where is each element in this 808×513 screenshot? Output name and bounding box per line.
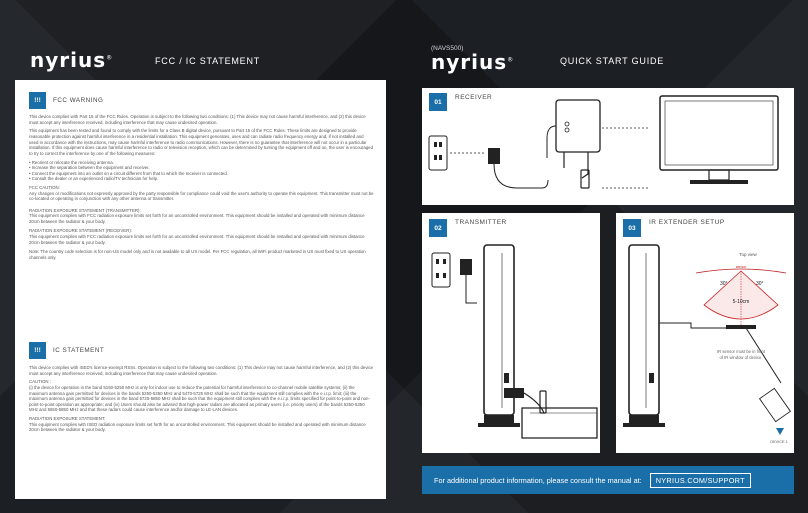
fcc-ic-panel: !!! FCC WARNING This device complies wit… [15,80,386,499]
hdmi-connector [580,169,590,189]
distance-label: 5-10cm [733,299,750,305]
ir-note-line2: of IR window of device. [719,355,762,360]
footer-text: For additional product information, plea… [434,475,642,485]
angle-right-label: 30° [756,281,764,287]
sensor-label: sensor [736,265,747,269]
top-view-label: Top view [739,252,757,257]
nyrius-logo: nyrius® [30,48,114,72]
step-number-badge: 02 [429,219,447,237]
ic-title: IC STATEMENT [53,346,105,354]
device-label: DEVICE 1 [770,440,787,444]
ir-extender-illustration: Top view sensor 30° 30° 5-10cm IR sensor… [623,244,792,444]
ic-heading: !!! IC STATEMENT [29,341,374,359]
transmitter-title: TRANSMITTER [455,219,507,226]
device-icon [776,428,784,435]
tv-screen [659,95,779,171]
fcc-caution-text: Any changes or modifications not express… [29,190,374,202]
fcc-bullet: • Consult the dealer or an experienced r… [29,176,159,182]
transmitter-device [628,244,660,416]
transmitter-panel: 02 TRANSMITTER [422,213,600,453]
support-link[interactable]: NYRIUS.COM/SUPPORT [649,472,751,488]
fcc-bullet: • Increase the separation between the eq… [29,165,150,171]
ic-caution-heading: CAUTION : [29,379,51,385]
angle-left-label: 30° [720,281,728,287]
fcc-heading: !!! FCC WARNING [29,91,374,109]
receiver-illustration [428,95,779,189]
ir-extender-panel: 03 IR EXTENDER SETUP Top view sensor 30°… [616,213,794,453]
ic-body: This device complies with ISED's licence… [29,365,374,433]
left-header-title: FCC / IC STATEMENT [155,56,261,66]
fcc-paragraph: This equipment has been tested and found… [29,128,374,156]
power-adapter [488,148,500,164]
nyrius-logo: nyrius® [431,50,515,74]
ic-caution-text: (i) the device for operation in the band… [29,384,370,413]
step-number-badge: 01 [429,93,447,111]
tx-exposure-text: This equipment complies with FCC radiati… [29,213,365,224]
rx-exposure-text: This equipment complies with FCC radiati… [29,234,365,245]
fcc-title: FCC WARNING [53,96,104,104]
fcc-body: This device complies with Part 15 of the… [29,114,374,260]
warning-icon: !!! [29,91,46,109]
receiver-device [555,99,601,153]
receiver-title: RECEIVER [455,94,493,101]
rx-exposure-heading: RADIATION EXPOSURE STATEMENT (RECEIVER): [29,228,132,234]
ic-exposure-heading: RADIATION EXPOSURE STATEMENT: [29,416,106,422]
receiver-panel: 01 RECEIVER [422,88,794,205]
outlet-icon [428,135,448,171]
ic-paragraph: This device complies with ISED's licence… [29,365,374,376]
ic-section: !!! IC STATEMENT This device complies wi… [29,341,374,436]
fcc-bullet: • Connect the equipment into an outlet o… [29,170,228,176]
tx-exposure-heading: RADIATION EXPOSURE STATEMENT (TRANSMITTE… [29,207,141,213]
outlet-icon [431,252,451,288]
transmitter-illustration [431,244,598,439]
fcc-caution-heading: FCC CAUTION: [29,184,60,190]
support-footer: For additional product information, plea… [422,466,794,494]
power-adapter [460,259,472,275]
fcc-section: !!! FCC WARNING This device complies wit… [29,91,374,264]
fcc-paragraph: This device complies with Part 15 of the… [29,114,366,125]
fcc-bullet: • Reorient or relocate the receiving ant… [29,159,114,165]
source-device [521,407,598,439]
ir-extender-title: IR EXTENDER SETUP [649,219,725,226]
step-number-badge: 03 [623,219,641,237]
ic-exposure-text: This equipment complies with ISED radiat… [29,421,366,433]
fcc-note: Note: The country code selection is for … [29,249,366,260]
model-number: (NAVS500) [431,45,464,52]
right-header-title: QUICK START GUIDE [560,56,665,66]
warning-icon: !!! [29,341,46,359]
ir-note-line1: IR sensor must be in front [717,349,766,354]
